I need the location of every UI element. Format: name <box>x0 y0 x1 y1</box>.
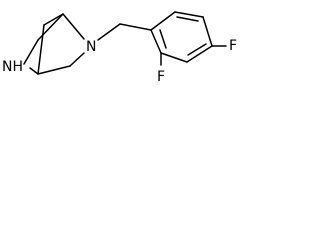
bond <box>150 11 176 31</box>
nitrogen-label: N <box>86 39 96 55</box>
bond <box>43 13 64 26</box>
bond <box>97 23 121 41</box>
fluorine-substituents <box>160 45 227 66</box>
bond <box>37 13 64 41</box>
bond <box>37 65 71 75</box>
bond <box>29 67 39 75</box>
bond <box>23 39 39 65</box>
bond <box>202 16 213 47</box>
methylene-linker <box>97 23 152 41</box>
bond <box>119 23 152 31</box>
fluorine-para-label: F <box>229 38 237 54</box>
nh-label: NH <box>2 59 23 75</box>
bond <box>174 11 204 18</box>
bond <box>69 52 85 67</box>
bond <box>159 29 167 49</box>
bicyclic-amine-ring <box>23 13 85 75</box>
bond <box>186 45 213 63</box>
benzene-ring <box>150 11 213 63</box>
bond <box>187 43 207 56</box>
bond <box>62 13 85 40</box>
fluorine-ortho-label: F <box>157 69 165 85</box>
bond <box>176 16 199 22</box>
bond <box>150 29 162 54</box>
chemical-structure-diagram: N NH F F <box>2 11 237 85</box>
bond <box>160 52 188 63</box>
bond <box>37 24 45 75</box>
